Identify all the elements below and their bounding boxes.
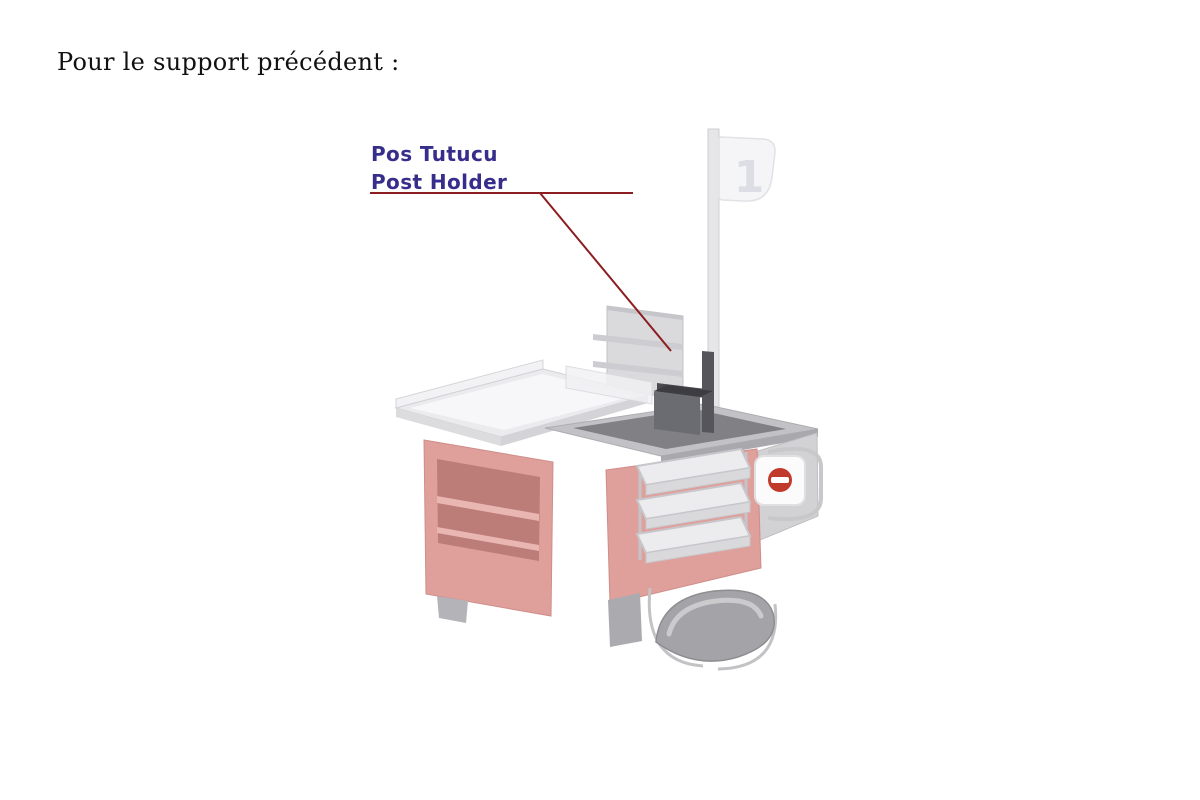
bag-stand (647, 587, 778, 671)
basket (635, 447, 752, 496)
lane-number-flag: 1 (718, 136, 776, 203)
lane-number: 1 (734, 152, 765, 203)
annotation-line1: Pos Tutucu (371, 142, 498, 166)
back-shelf-panel (593, 305, 684, 400)
annotation-line2: Post Holder (371, 170, 508, 194)
basket (635, 515, 752, 564)
basket (635, 481, 752, 530)
leader-line-diagonal (539, 192, 672, 352)
left-cabinet (423, 439, 554, 623)
divider-glass (565, 365, 653, 405)
annotation-leader (370, 192, 672, 352)
basket-rack (635, 447, 752, 564)
annotation-label: Pos Tutucu Post Holder (371, 140, 507, 196)
page-title: Pour le support précédent : (57, 48, 400, 76)
cabinet-foot (437, 596, 468, 623)
post-holder-bracket (654, 351, 714, 435)
no-entry-sign-assembly (754, 446, 824, 522)
sign-rail (767, 446, 824, 522)
right-cabinet-foot (608, 593, 642, 647)
